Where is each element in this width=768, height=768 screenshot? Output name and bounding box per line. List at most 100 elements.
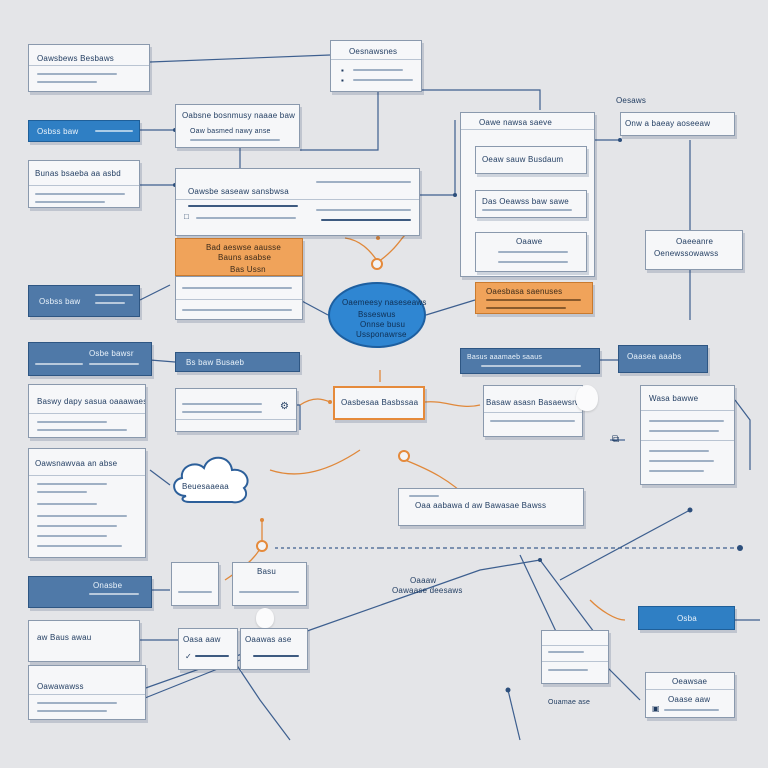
row-label: Oaawe bbox=[516, 237, 543, 246]
form-title: Oawsbe saseaw sansbwsa bbox=[188, 187, 289, 196]
connector bbox=[149, 469, 171, 486]
connector bbox=[507, 689, 521, 741]
box-mid-header[interactable]: Oabsne bosnmusy naaae baw Oaw basmed naw… bbox=[175, 104, 300, 148]
form-panel[interactable]: Oawsbe saseaw sansbwsa □ bbox=[175, 168, 420, 236]
box-white-br[interactable]: Oeawsae Oaase aaw ▣ bbox=[645, 672, 735, 718]
connector bbox=[149, 359, 176, 363]
gear-icon[interactable]: ⚙ bbox=[280, 401, 289, 412]
box-label: Bunas bsaeba aa asbd bbox=[35, 169, 121, 178]
box-label: Oasa aaw bbox=[183, 635, 221, 644]
box-blue-1[interactable]: Osbss baw bbox=[28, 120, 140, 142]
box-label: Oesnawsnes bbox=[349, 47, 398, 56]
box-white-left-4[interactable]: Oawsnawvaa an abse bbox=[28, 448, 146, 558]
box-orange-right[interactable]: Oaesbasa saenuses bbox=[475, 282, 593, 314]
connector bbox=[539, 559, 601, 641]
box-title: Oeawsae bbox=[672, 677, 708, 686]
box-white-right-tall[interactable]: Wasa bawwe bbox=[640, 385, 735, 485]
box-steel-left-5[interactable]: Onasbe bbox=[28, 576, 152, 608]
link-icon[interactable]: ⧉ bbox=[612, 434, 620, 445]
float-caption: Ouamae ase bbox=[548, 699, 591, 706]
list-icon: ▣ bbox=[652, 704, 660, 713]
checkbox-icon[interactable]: ✓ bbox=[185, 652, 192, 661]
box-wide-row[interactable]: Oaa aabawa d aw Bawasae Bawss bbox=[398, 488, 584, 526]
bullet-icon: ▪ bbox=[341, 66, 344, 75]
row-label: Das Oeawss baw sawe bbox=[482, 197, 569, 206]
checkbox-icon[interactable]: □ bbox=[184, 212, 189, 221]
cloud-icon bbox=[173, 456, 249, 504]
box-white-bc-2[interactable]: Oaawas ase bbox=[240, 628, 308, 670]
box-white-center-right[interactable]: Basaw asasn Basaewsrw bbox=[483, 385, 583, 437]
user-icon bbox=[576, 385, 598, 411]
orange-connector bbox=[269, 449, 361, 475]
node-line: Onnse busu bbox=[360, 320, 406, 329]
orange-connector bbox=[299, 398, 331, 406]
connector bbox=[519, 554, 561, 641]
box-label: Oaase aaw bbox=[668, 695, 711, 704]
cloud-label: Beuesaaeaa bbox=[182, 482, 229, 491]
connector-pin bbox=[398, 450, 410, 462]
box-white-br-stack[interactable] bbox=[541, 630, 609, 684]
box-white-bl[interactable]: Oawawawss bbox=[28, 665, 146, 720]
connector bbox=[229, 654, 291, 741]
box-label: Osbe bawsr bbox=[89, 349, 134, 358]
box-label: Onasbe bbox=[93, 581, 123, 590]
far-right-row[interactable]: Onw a baeay aoseeaw bbox=[620, 112, 735, 136]
central-node[interactable]: Oaemeesy naseseaws Bsseswus Onnse busu U… bbox=[328, 282, 426, 348]
panel-row-3[interactable]: Oaawe bbox=[475, 232, 587, 272]
box-label: Oabsne bosnmusy naaae baw bbox=[182, 111, 296, 120]
box-orange-center[interactable]: Oasbesaa Basbssaa bbox=[333, 386, 425, 420]
far-right-box[interactable]: Oaeeanre Oenewssowawss bbox=[645, 230, 743, 270]
box-white-small-1[interactable] bbox=[171, 562, 219, 606]
connector bbox=[734, 399, 751, 470]
connector bbox=[299, 299, 329, 316]
user-icon bbox=[256, 608, 274, 628]
panel-row-1[interactable]: Oeaw sauw Busdaum bbox=[475, 146, 587, 174]
box-steel-mid[interactable]: Bs baw Busaeb bbox=[175, 352, 300, 372]
connector bbox=[425, 299, 476, 316]
box-steel-r2[interactable]: Oaasea aaabs bbox=[618, 345, 708, 373]
panel-row-2[interactable]: Das Oeawss baw sawe bbox=[475, 190, 587, 218]
box-steel-left-1[interactable]: Osbss baw bbox=[28, 285, 140, 317]
box-orange-1[interactable]: Bad aeswse aausse Bauns asabse Bas Ussn bbox=[175, 238, 303, 276]
orange-connector bbox=[589, 599, 626, 621]
box-label: Oawsbews Besbaws bbox=[37, 54, 115, 63]
box-label: Osbss baw bbox=[37, 127, 79, 136]
box-blue-right[interactable]: Osba bbox=[638, 606, 735, 630]
box-white-left-6[interactable]: aw Baus awau bbox=[28, 620, 140, 662]
box-label: Oaawas ase bbox=[245, 635, 292, 644]
float-caption: Oesaws bbox=[616, 96, 647, 105]
box-label: Oaeeanre bbox=[676, 237, 714, 246]
panel-title: Oawe nawsa saeve bbox=[479, 118, 553, 127]
box-steel-r1[interactable]: Basus aaamaeb saaus bbox=[460, 348, 600, 374]
connector bbox=[149, 54, 331, 63]
row-label: Oaa aabawa d aw Bawasae Bawss bbox=[415, 501, 547, 510]
box-label: Oawawawss bbox=[37, 682, 84, 691]
box-label: aw Baus awau bbox=[37, 633, 92, 642]
box-label: Basus aaamaeb saaus bbox=[467, 354, 543, 361]
connector bbox=[139, 284, 171, 301]
box-white-small-2[interactable]: Basu bbox=[232, 562, 307, 606]
box-label: Bauns asabse bbox=[218, 253, 272, 262]
box-label: Oasbesaa Basbssaa bbox=[341, 398, 419, 407]
box-top-center[interactable]: Oesnawsnes ▪ ▪ bbox=[330, 40, 422, 92]
orange-connector bbox=[424, 401, 481, 408]
box-white-left-3[interactable]: Baswy dapy sasua oaaawaes bbox=[28, 384, 146, 438]
connector bbox=[559, 509, 691, 581]
box-white-bc-1[interactable]: Oasa aaw ✓ bbox=[178, 628, 238, 670]
box-label: Oenewssowawss bbox=[654, 249, 719, 258]
cloud-node[interactable]: Beuesaaeaa bbox=[166, 448, 258, 510]
connector-pin bbox=[371, 258, 383, 270]
box-white-mid-3[interactable]: ⚙ bbox=[175, 388, 297, 432]
box-label: Bs baw Busaeb bbox=[186, 358, 245, 367]
box-sublabel: Oaw basmed nawy anse bbox=[190, 128, 271, 135]
box-label: Oaasea aaabs bbox=[627, 352, 682, 361]
box-top-left[interactable]: Oawsbews Besbaws bbox=[28, 44, 150, 92]
node-line: Bsseswus bbox=[358, 310, 396, 319]
connector bbox=[420, 89, 541, 110]
box-label: Osbss baw bbox=[39, 297, 81, 306]
box-white-1[interactable]: Bunas bsaeba aa asbd bbox=[28, 160, 140, 208]
box-label: Baswy dapy sasua oaaawaes bbox=[37, 397, 146, 406]
box-title: Wasa bawwe bbox=[649, 394, 699, 403]
box-steel-left-2[interactable]: Osbe bawsr bbox=[28, 342, 152, 376]
box-label: Oawsnawvaa an abse bbox=[35, 459, 118, 468]
